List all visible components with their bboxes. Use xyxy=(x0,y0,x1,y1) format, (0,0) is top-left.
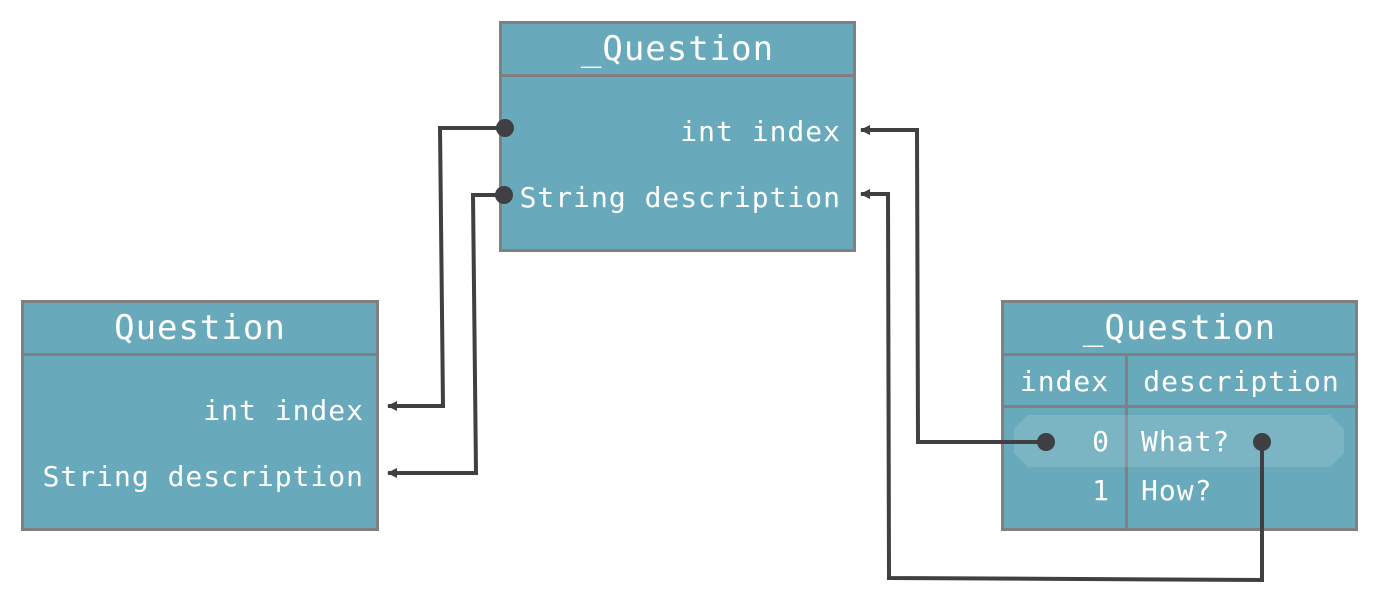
connector-dot xyxy=(496,119,514,137)
connector-row-description-to-field xyxy=(860,189,1264,583)
connector-dot xyxy=(495,186,513,204)
connector-description-to-question xyxy=(387,193,504,478)
table-cell-index: 1 xyxy=(1092,474,1110,507)
field-string-description-left: String description xyxy=(42,460,364,493)
struct-box-left: Question int index String description xyxy=(21,300,379,531)
struct-title-left: Question xyxy=(24,303,376,356)
connector-row-index-to-field xyxy=(860,125,1046,444)
connector-dot xyxy=(1037,433,1055,451)
connector-dot xyxy=(1253,433,1271,451)
struct-title-table: _Question xyxy=(1004,303,1355,356)
struct-box-top: _Question int index String description xyxy=(499,21,856,252)
table-cell-index: 0 xyxy=(1092,425,1110,458)
field-string-description-top: String description xyxy=(519,181,841,214)
column-divider xyxy=(1125,356,1128,528)
field-int-index-top: int index xyxy=(680,115,841,148)
struct-box-table: _Question index description 0 What? 1 Ho… xyxy=(1001,300,1358,531)
struct-title-top: _Question xyxy=(502,24,853,77)
column-header-index: index xyxy=(1004,356,1125,408)
connector-index-to-question xyxy=(387,126,505,411)
table-cell-description: What? xyxy=(1141,425,1231,458)
column-header-description: description xyxy=(1128,356,1355,408)
table-row-highlight xyxy=(1014,415,1344,467)
field-int-index-left: int index xyxy=(203,394,364,427)
table-cell-description: How? xyxy=(1141,474,1213,507)
